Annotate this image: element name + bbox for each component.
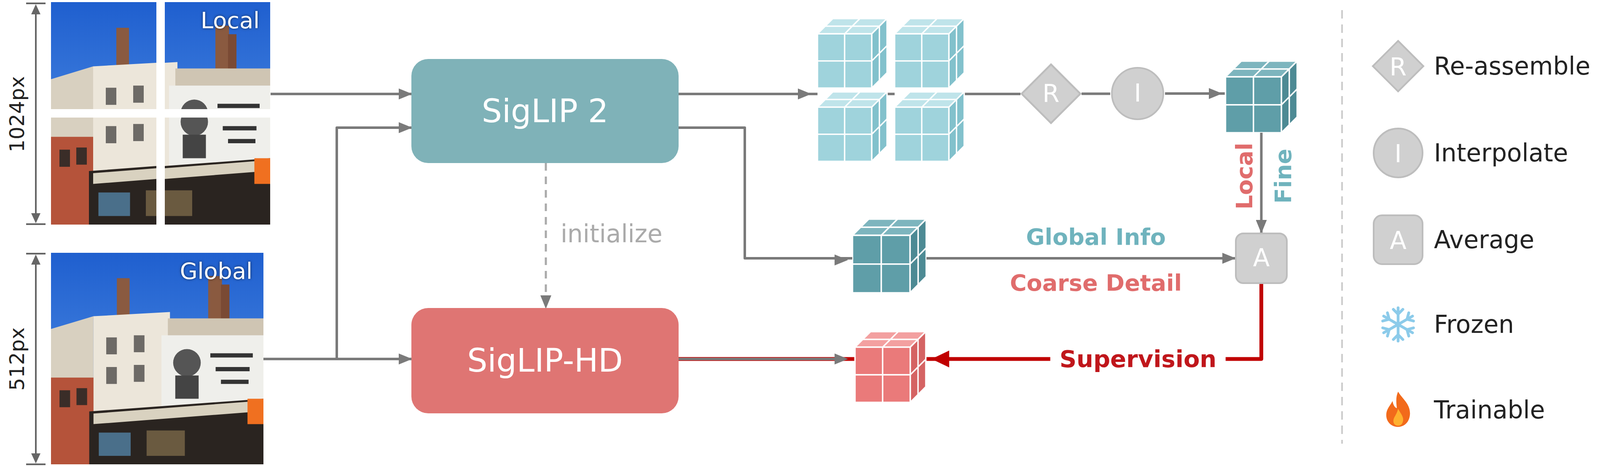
connector [263, 127, 412, 360]
legend-frozen-icon [1381, 308, 1415, 342]
legend-diamond [1372, 40, 1424, 92]
image-tag: Global [179, 258, 253, 284]
legend-circle [1373, 128, 1423, 178]
feature-cube [852, 219, 927, 293]
output-arrow [678, 357, 839, 361]
node-label: SigLIP 2 [481, 93, 609, 129]
feature-cube [817, 18, 888, 89]
feature-cube [894, 91, 965, 162]
local-image: Local [51, 2, 271, 225]
arrow-head [797, 88, 812, 100]
flow-label: Global Info [1025, 225, 1166, 249]
flow-label: Local [1233, 142, 1257, 210]
edge-label: Supervision [1050, 344, 1226, 374]
feature-cube [894, 18, 965, 89]
legend-text: Average [1433, 227, 1535, 253]
connector [270, 92, 412, 96]
feature-cube [855, 331, 927, 403]
interpolate-circle: I [1110, 66, 1166, 121]
flow-label: Coarse Detail [1009, 271, 1182, 295]
legend-text: Frozen [1433, 312, 1515, 337]
legend-text: Trainable [1433, 397, 1545, 423]
legend-symbol-letter: R [1389, 54, 1407, 80]
connector [544, 163, 548, 309]
legend-trainable-icon [1386, 391, 1410, 428]
legend-text: Re-assemble [1433, 53, 1591, 79]
node-label: A [1253, 244, 1270, 272]
arrow-head [834, 254, 849, 266]
feature-cube [1225, 61, 1298, 133]
legend-text: Interpolate [1433, 140, 1569, 166]
legend-symbol-letter: I [1394, 141, 1402, 167]
legend-symbol-letter: A [1389, 228, 1407, 253]
node-label: I [1133, 80, 1141, 108]
node-label: SigLIP-HD [467, 343, 623, 379]
supervision-head [931, 350, 950, 368]
circle-shape [1111, 67, 1164, 120]
local-tile [51, 2, 157, 110]
connector [1081, 92, 1111, 96]
local-tile [164, 117, 271, 225]
feature-cube [817, 91, 888, 162]
edge-label: initialize [560, 221, 663, 247]
frozen-encoder: SigLIP 2 [411, 59, 679, 164]
reassemble-diamond: R [1020, 63, 1082, 125]
flow-label: Fine [1272, 148, 1295, 204]
dimension-label: 512px [6, 327, 27, 392]
dimension-label: 1024px [6, 75, 27, 153]
diamond-shape [1021, 64, 1081, 124]
trainable-encoder: SigLIP-HD [411, 308, 679, 414]
legend-divider [1341, 10, 1343, 444]
dimension-line [26, 3, 46, 225]
legend-square [1373, 215, 1423, 265]
local-tile [51, 117, 157, 225]
arrow-head [834, 353, 849, 365]
image-tag: Local [200, 8, 260, 33]
global-image [51, 252, 264, 465]
node-label: R [1042, 80, 1060, 108]
average-square: A [1234, 232, 1288, 285]
global-image: Global [51, 252, 264, 465]
connector [263, 357, 412, 361]
arrow-head [1208, 88, 1223, 100]
dimension-line [26, 253, 46, 465]
